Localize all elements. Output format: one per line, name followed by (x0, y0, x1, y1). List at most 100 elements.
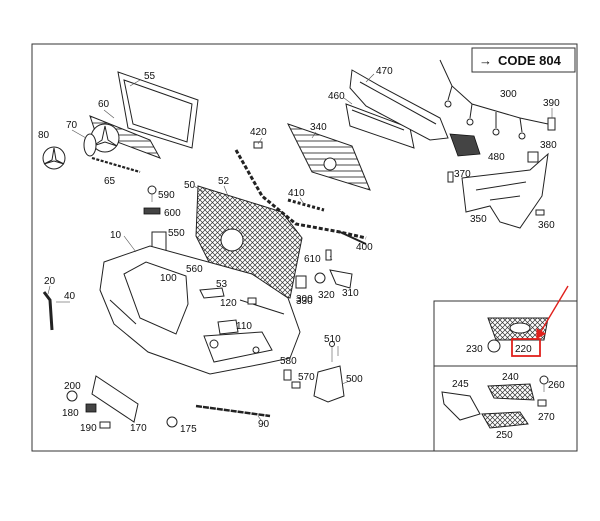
grille-insert-240 (487, 383, 535, 401)
label-610: 610 (304, 254, 321, 265)
pin-510 (329, 341, 335, 362)
label-340: 340 (310, 122, 327, 133)
grille-insert-250 (481, 411, 529, 429)
bracket-500 (313, 365, 345, 403)
trim-strip-90 (195, 404, 271, 418)
label-65: 65 (104, 176, 116, 187)
label-420: 420 (250, 127, 267, 138)
star-badge-80 (42, 146, 66, 170)
bumper-carrier-470 (349, 69, 449, 141)
label-300: 300 (500, 89, 517, 100)
screw-610 (325, 249, 332, 261)
leader-lines (47, 73, 553, 425)
clip-180 (85, 403, 97, 413)
label-20: 20 (44, 276, 56, 287)
screw-590 (147, 185, 157, 202)
label-310: 310 (342, 288, 359, 299)
clip-580 (283, 369, 292, 381)
screw-190 (99, 421, 111, 429)
label-300b: 300 (296, 294, 313, 305)
label-560: 560 (186, 264, 203, 275)
bracket-480 (449, 133, 481, 157)
label-170: 170 (130, 423, 147, 434)
label-53: 53 (216, 279, 228, 290)
code-box: → CODE 804 (471, 47, 576, 73)
label-40: 40 (64, 291, 76, 302)
label-110: 110 (236, 321, 252, 332)
label-570: 570 (298, 372, 315, 383)
label-60: 60 (98, 99, 110, 110)
clip-570 (291, 381, 301, 389)
pipe-310 (329, 269, 353, 289)
clip-270 (537, 399, 547, 407)
label-480: 480 (488, 152, 505, 163)
label-230: 230 (466, 344, 483, 355)
label-190: 190 (80, 423, 97, 434)
label-200: 200 (64, 381, 81, 392)
label-55: 55 (144, 71, 156, 82)
clip-600 (143, 207, 161, 215)
label-100: 100 (160, 273, 177, 284)
label-330: 330 (296, 296, 313, 307)
label-175: 175 (180, 424, 197, 435)
spoiler-170 (91, 375, 139, 423)
sensor-380 (527, 151, 539, 163)
label-590: 590 (158, 190, 175, 201)
clip-175 (166, 416, 178, 428)
label-10: 10 (110, 230, 122, 241)
grille-frame-60 (117, 71, 199, 149)
sensor-390 (547, 117, 556, 131)
grille-insert-220 (487, 317, 549, 341)
screw-360 (535, 209, 545, 216)
clip-strip-410 (287, 198, 325, 212)
impact-absorber-460 (345, 103, 415, 149)
callout-labels: 55 60 80 70 65 420 340 460 470 300 390 3… (38, 66, 565, 441)
clip-200 (66, 390, 78, 402)
label-245: 245 (452, 379, 469, 390)
label-400: 400 (356, 242, 373, 253)
label-180: 180 (62, 408, 79, 419)
star-emblem-70 (83, 123, 120, 157)
side-trim-20 (42, 291, 54, 331)
trim-piece-245 (441, 391, 481, 421)
label-390: 390 (543, 98, 560, 109)
label-550: 550 (168, 228, 185, 239)
label-70: 70 (66, 120, 78, 131)
code-arrow: → (479, 53, 492, 68)
label-370: 370 (454, 169, 471, 180)
label-320: 320 (318, 290, 335, 301)
side-bracket-350 (461, 152, 549, 229)
label-470: 470 (376, 66, 393, 77)
screw-260 (539, 375, 549, 392)
label-600: 600 (164, 208, 181, 219)
label-120: 120 (220, 298, 237, 309)
trim-strip-65 (91, 156, 141, 174)
wiring-harness-300 (439, 59, 549, 140)
label-360: 360 (538, 220, 555, 231)
bumper-cover-10 (99, 245, 301, 375)
upper-grille-340 (287, 123, 371, 191)
label-50: 50 (184, 180, 196, 191)
highlight-box-220 (511, 338, 541, 357)
screw-120 (247, 297, 257, 305)
clamp-330 (295, 275, 307, 289)
label-240: 240 (502, 372, 519, 383)
clip-420 (253, 141, 263, 149)
label-510: 510 (324, 334, 341, 345)
label-260: 260 (548, 380, 565, 391)
highlight-arrow (536, 285, 569, 340)
cap-110 (217, 319, 239, 335)
ring-320 (314, 272, 326, 284)
code-label: CODE 804 (498, 53, 562, 68)
label-80: 80 (38, 130, 50, 141)
screw-370 (447, 171, 454, 183)
bracket-400 (339, 231, 367, 245)
label-250: 250 (496, 430, 513, 441)
label-410: 410 (288, 188, 305, 199)
label-52: 52 (218, 176, 230, 187)
label-380: 380 (540, 140, 557, 151)
support-strip-52 (234, 149, 367, 240)
label-350: 350 (470, 214, 487, 225)
label-220: 220 (515, 344, 532, 355)
